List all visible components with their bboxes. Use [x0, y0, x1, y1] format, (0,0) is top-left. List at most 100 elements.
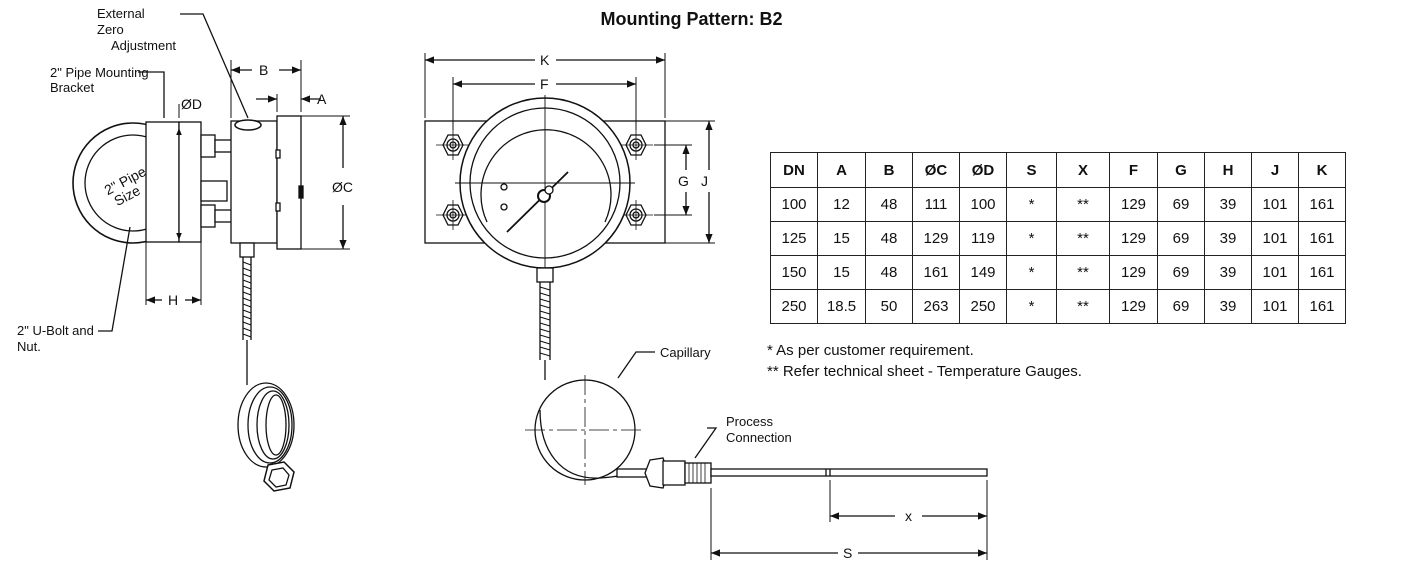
corner-bolt-tl — [436, 130, 470, 160]
col-f: F — [1109, 152, 1158, 188]
table-cell: 263 — [912, 289, 960, 324]
bulb-hex-inner — [268, 467, 290, 488]
col-g: G — [1157, 152, 1205, 188]
table-cell: 125 — [770, 221, 818, 256]
leader-external-zero — [180, 13, 249, 119]
dim-h-ext — [145, 242, 202, 305]
table-cell: 150 — [770, 255, 818, 290]
dim-a-label: A — [317, 91, 327, 107]
col-d: ØD — [959, 152, 1007, 188]
corner-bolt-br — [619, 200, 653, 230]
table-cell: 18.5 — [817, 289, 866, 324]
table-cell: * — [1006, 289, 1057, 324]
front-view: K F G J Capillary Process Connection x S — [424, 52, 988, 561]
dial-screw-1 — [500, 183, 508, 191]
table-cell: 15 — [817, 221, 866, 256]
table-cell: 161 — [1298, 221, 1346, 256]
table-cell: 50 — [865, 289, 913, 324]
table-cell: 101 — [1251, 255, 1299, 290]
table-cell: 69 — [1157, 289, 1205, 324]
mounting-bracket — [145, 121, 180, 243]
table-cell: 69 — [1157, 221, 1205, 256]
table-cell: 161 — [1298, 187, 1346, 222]
capillary-to-connection — [539, 409, 656, 479]
table-cell: 15 — [817, 255, 866, 290]
table-cell: 161 — [1298, 289, 1346, 324]
leader-ubolt — [98, 226, 131, 332]
dim-g-label: G — [678, 173, 689, 189]
dim-x-label: x — [905, 508, 912, 524]
table-cell: 129 — [1109, 255, 1158, 290]
col-c: ØC — [912, 152, 960, 188]
dim-f-label: F — [540, 76, 549, 92]
label-ubolt-line2: Nut. — [17, 339, 41, 354]
spring-coils — [242, 261, 252, 338]
gauge-bezel — [276, 115, 302, 250]
dial-centerlines — [455, 95, 635, 271]
dial-scale-arc — [480, 129, 612, 223]
table-cell: 48 — [865, 187, 913, 222]
table-cell: 250 — [959, 289, 1007, 324]
gauge-pointer — [506, 171, 569, 233]
bracket-inner-plate — [178, 121, 202, 243]
gauge-case-body — [230, 120, 278, 244]
capillary-coil-2 — [247, 386, 293, 464]
col-dn: DN — [770, 152, 818, 188]
dial-screw-2 — [500, 203, 508, 211]
corner-bolt-tr — [619, 130, 653, 160]
table-cell: 48 — [865, 221, 913, 256]
table-cell: 161 — [912, 255, 960, 290]
table-header-row: DN A B ØC ØD S X F G H J K — [770, 152, 1346, 188]
table-cell: ** — [1056, 255, 1110, 290]
col-a: A — [817, 152, 866, 188]
table-cell: 129 — [1109, 187, 1158, 222]
col-j: J — [1251, 152, 1299, 188]
table-cell: 129 — [1109, 221, 1158, 256]
label-bracket-line1: 2" Pipe Mounting — [50, 65, 149, 80]
table-cell: 100 — [959, 187, 1007, 222]
table-cell: 12 — [817, 187, 866, 222]
dim-k-label: K — [540, 52, 550, 68]
dim-c-label: ØC — [332, 179, 353, 195]
table-cell: 129 — [912, 221, 960, 256]
label-zero: Zero — [97, 22, 124, 37]
dim-b-label: B — [259, 62, 268, 78]
coil-centerlines — [525, 375, 645, 485]
label-bracket-line2: Bracket — [50, 80, 94, 95]
notes: * As per customer requirement. ** Refer … — [767, 340, 1082, 382]
capillary-coil-1 — [237, 382, 295, 468]
note-technical-sheet: ** Refer technical sheet - Temperature G… — [767, 363, 1082, 380]
stem-fitting — [239, 242, 255, 258]
capillary-coil-4 — [265, 394, 287, 456]
front-stem-fitting — [536, 267, 554, 283]
pointer-hub-2 — [544, 185, 554, 195]
title-text: Mounting Pattern: B2 — [600, 9, 783, 29]
side-view: External Zero Adjustment 2" Pipe Mountin… — [17, 6, 353, 492]
probe-break — [825, 469, 831, 476]
zero-adjustment-knob — [234, 119, 262, 131]
page-title: Mounting Pattern: B2 — [0, 9, 1419, 30]
col-s: S — [1006, 152, 1057, 188]
table-cell: 39 — [1204, 289, 1252, 324]
case-screw — [298, 185, 304, 199]
table-cell: 161 — [1298, 255, 1346, 290]
table-cell: 129 — [1109, 289, 1158, 324]
capillary-coil-3 — [256, 390, 290, 460]
table-cell: 101 — [1251, 187, 1299, 222]
table-cell: 69 — [1157, 187, 1205, 222]
table-cell: 39 — [1204, 255, 1252, 290]
label-ubolt-line1: 2" U-Bolt and — [17, 323, 94, 338]
col-h: H — [1204, 152, 1252, 188]
case-mark-top — [275, 149, 281, 159]
table-cell: 69 — [1157, 255, 1205, 290]
table-cell: 149 — [959, 255, 1007, 290]
leader-capillary — [617, 351, 655, 379]
bolt-nut-top — [200, 134, 216, 158]
probe-stem — [710, 468, 988, 477]
